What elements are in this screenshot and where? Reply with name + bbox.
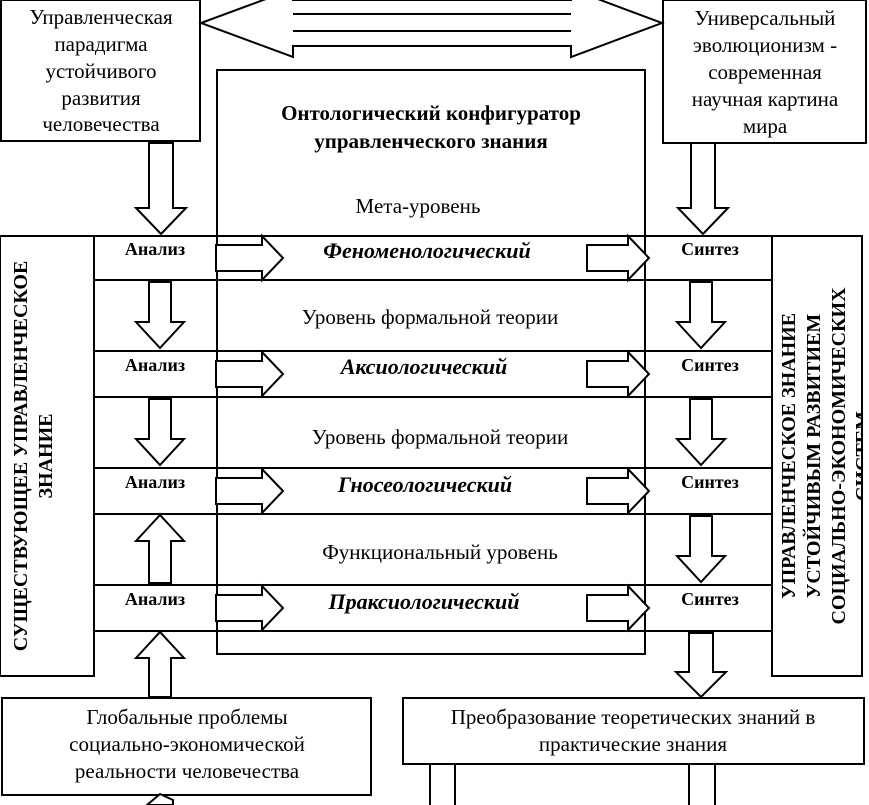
bottom-right-line-1: Преобразование теоретических знаний в [451,705,816,729]
top-left-box [0,0,201,142]
right-vertical-line-3: СОЦИАЛЬНО-ЭКОНОМИЧЕСКИХ [828,287,850,625]
up-arrow-icon [133,630,187,698]
center-title-line-2: управленческого знания [314,129,547,153]
level-band-2 [93,350,773,398]
level-name-1: Феноменологический [323,238,530,263]
top-left-line-4: развития [61,86,141,110]
left-vertical-line-2: ЗНАНИЕ [35,413,57,498]
level-band-1 [93,235,773,281]
right-arrow-icon [586,466,651,516]
right-arrow-icon [215,466,285,516]
between-level-2: Уровень формальной теории [312,425,568,449]
bottom-left-line-2: социально-экономической [69,732,305,756]
right-arrow-icon [215,583,285,633]
bottom-left-line-3: реальности человечества [75,759,300,783]
level-band-3 [93,467,773,515]
top-right-box [662,0,867,144]
bottom-left-line-1: Глобальные проблемы [86,705,287,729]
double-arrow-icon [198,0,665,59]
top-right-line-2: эволюционизм - [693,33,837,57]
top-right-line-4: научная картина [692,87,839,111]
down-arrow-icon [674,398,728,467]
left-vertical-box [0,235,95,677]
synthesis-label-4: Синтез [681,589,739,609]
right-vertical-line-4: СИСТЕМ [852,411,869,501]
level-name-3: Гносеологический [337,472,512,497]
top-left-line-2: парадигма [54,32,148,56]
right-vertical-line-2: УСТОЙЧИВЫМ РАЗВИТИЕМ [802,314,825,599]
right-vertical-box [771,235,863,677]
bottom-left-box [1,697,372,796]
right-arrow-icon [586,349,651,399]
level-name-4: Праксиологический [328,589,520,614]
top-left-line-3: устойчивого [45,59,156,83]
meta-level-label: Мета-уровень [356,194,481,218]
analysis-label-4: Анализ [125,589,185,609]
down-arrow-icon [133,398,187,467]
top-right-line-1: Универсальный [695,6,836,30]
up-arrow-icon [133,513,187,584]
top-right-line-3: современная [708,60,822,84]
level-name-2: Аксиологический [339,354,508,379]
analysis-label-1: Анализ [125,239,185,259]
level-band-4 [93,584,773,632]
down-arrow-icon [133,281,187,350]
analysis-label-2: Анализ [125,355,185,375]
analysis-label-3: Анализ [125,472,185,492]
bottom-right-box [402,697,865,765]
top-left-line-1: Управленческая [29,5,173,29]
down-arrow-icon [133,142,189,236]
synthesis-label-2: Синтез [681,355,739,375]
between-level-1: Уровень формальной теории [302,305,558,329]
center-title-line-1: Онтологический конфигуратор [281,101,581,125]
right-arrow-icon [215,349,285,399]
right-arrow-icon [586,233,651,283]
top-right-line-5: мира [743,114,788,138]
up-arrow-icon [145,792,174,805]
right-arrow-icon [215,233,285,283]
between-level-3: Функциональный уровень [322,540,558,564]
left-vertical-line-1: СУЩЕСТВУЮЩЕЕ УПРАВЛЕНЧЕСКОЕ [10,261,32,652]
synthesis-label-1: Синтез [681,239,739,259]
down-arrow-icon [674,281,728,350]
bottom-right-line-2: практические знания [539,732,727,756]
down-arrow-icon [674,515,728,584]
synthesis-label-3: Синтез [681,472,739,492]
right-vertical-line-1: УПРАВЛЕНЧЕСКОЕ ЗНАНИЕ [778,313,800,599]
down-arrow-icon [673,632,729,699]
top-left-line-5: человечества [42,112,160,136]
right-arrow-icon [586,583,651,633]
down-arrow-icon [675,142,731,236]
